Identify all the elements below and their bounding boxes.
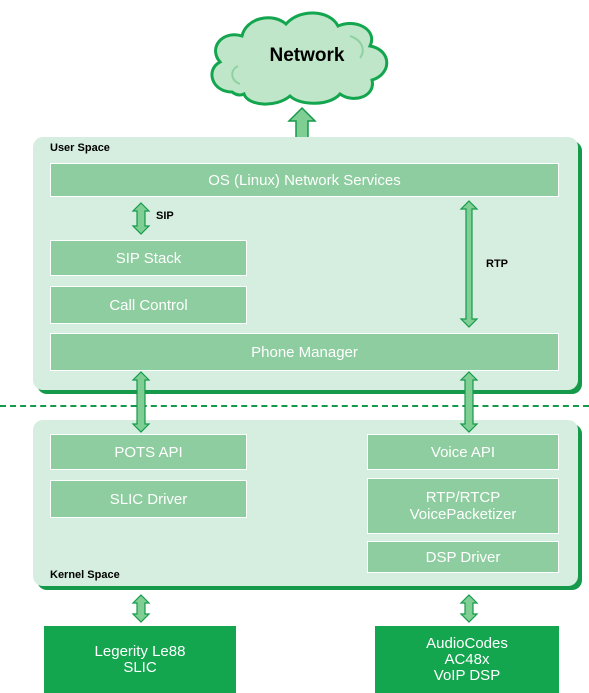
voice-api-box: Voice API [367,434,559,470]
sip-label: SIP [156,210,174,222]
dsp-driver-box: DSP Driver [367,541,559,573]
network-cloud-label: Network [269,45,345,66]
dsp-hw-arrow [459,594,479,623]
phone-manager-box: Phone Manager [50,333,559,371]
os-network-services-box: OS (Linux) Network Services [50,163,559,197]
sip-stack-box: SIP Stack [50,240,247,276]
legerity-slic-chip: Legerity Le88 SLIC [44,626,236,693]
call-control-box: Call Control [50,286,247,324]
user-space-label: User Space [50,142,110,154]
slic-hw-arrow [131,594,151,623]
slic-driver-box: SLIC Driver [50,480,247,518]
space-divider [0,405,589,407]
kernel-space-label: Kernel Space [50,569,120,581]
audiocodes-dsp-chip: AudioCodes AC48x VoIP DSP [375,626,559,693]
pots-api-box: POTS API [50,434,247,470]
rtp-label: RTP [486,258,508,270]
rtp-rtcp-packetizer-box: RTP/RTCP VoicePacketizer [367,478,559,534]
